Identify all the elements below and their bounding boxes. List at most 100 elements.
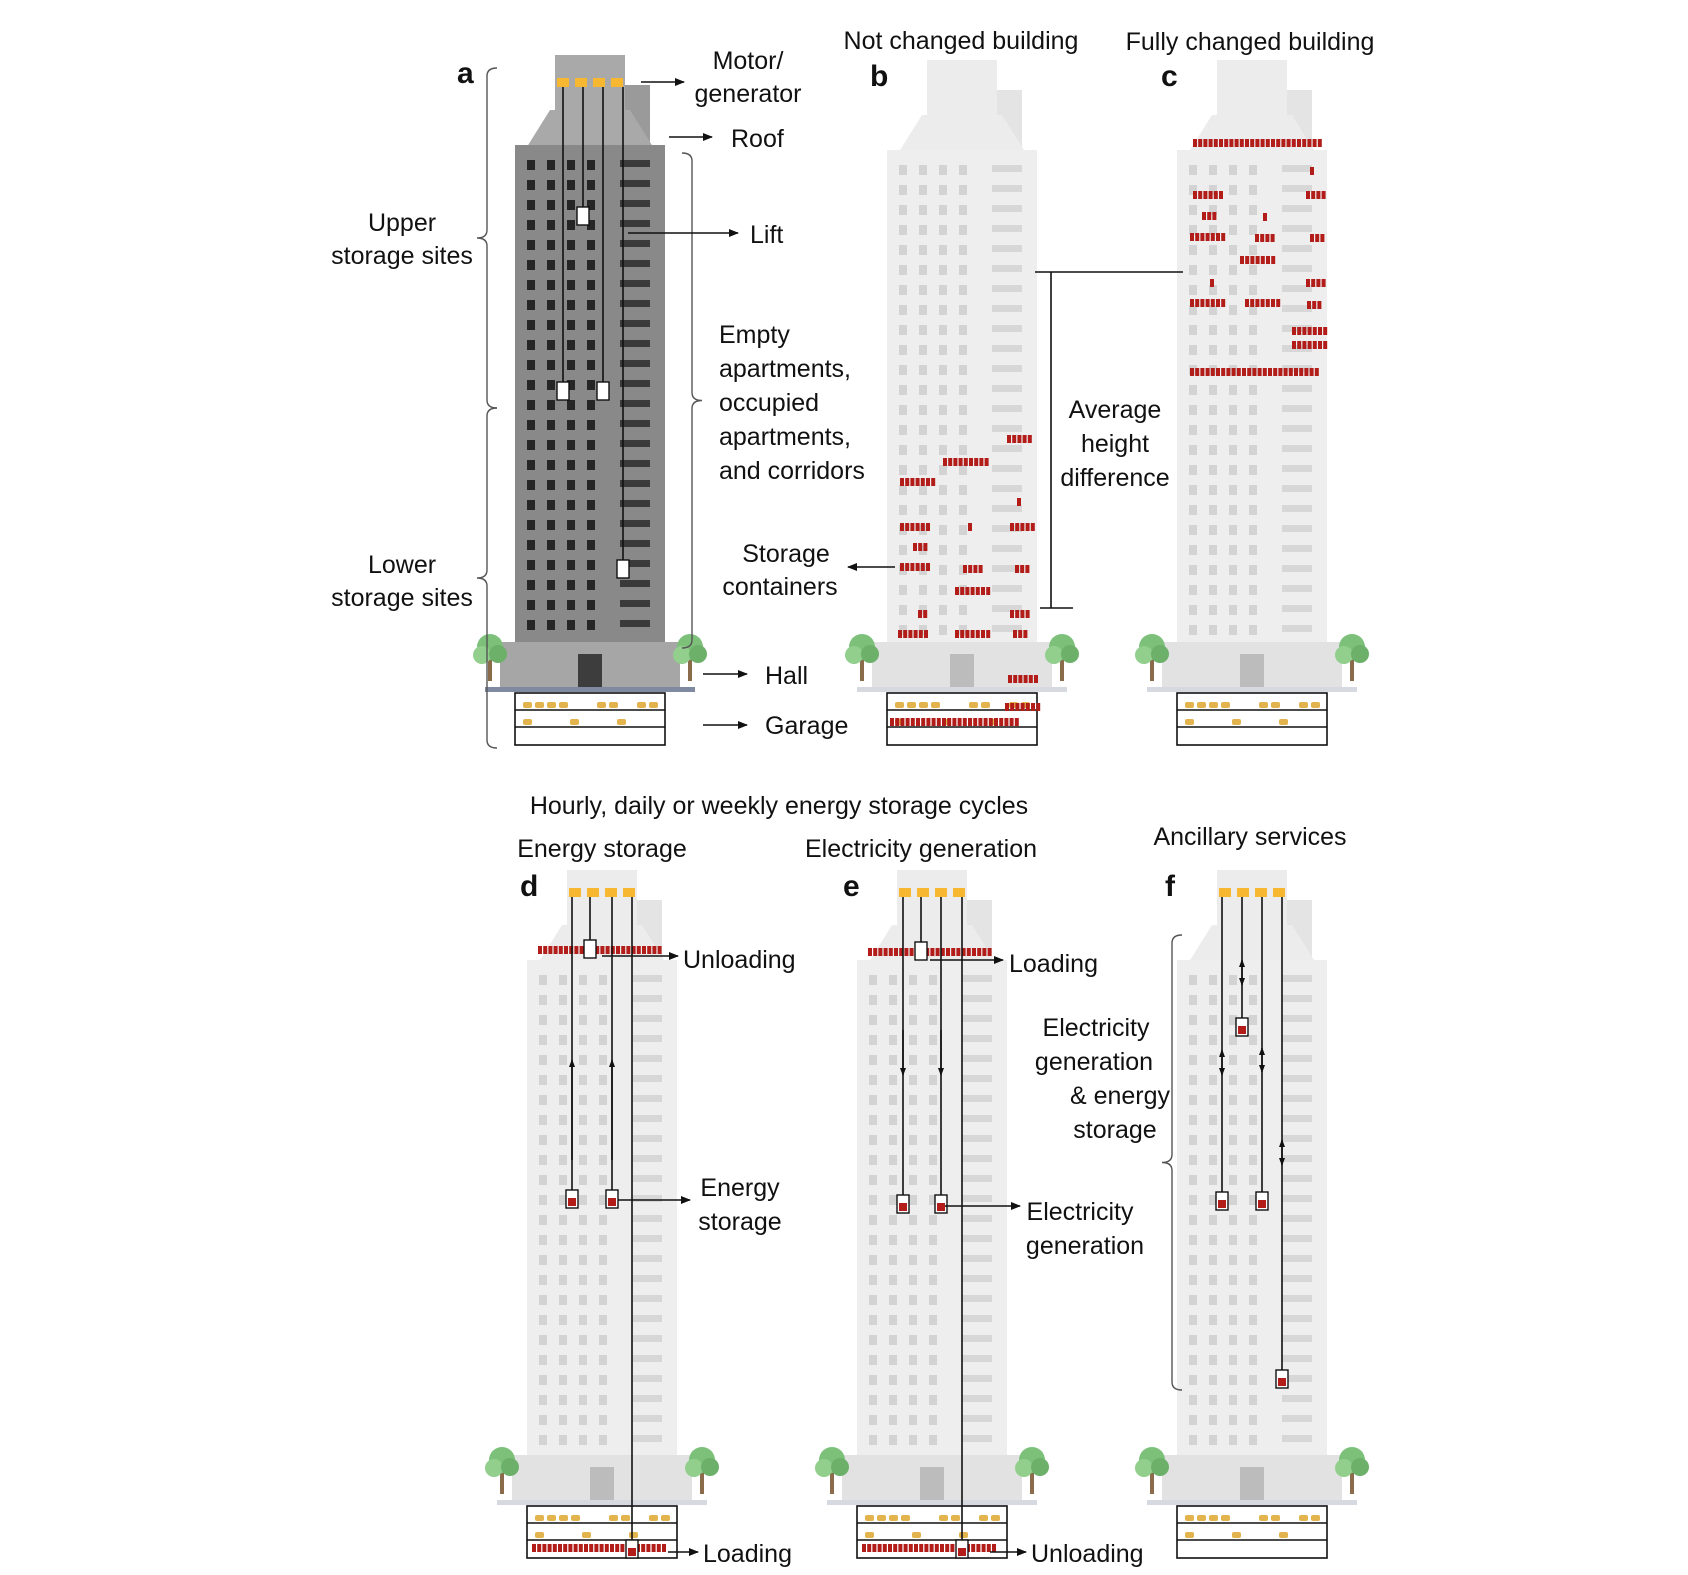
window (599, 1055, 607, 1065)
motor-generator-icon (1273, 888, 1285, 897)
window (939, 605, 947, 615)
storage-container (1252, 368, 1257, 376)
upper-container-row (543, 946, 548, 954)
upper-container-row (909, 948, 914, 956)
window (547, 480, 555, 490)
storage-container (931, 478, 936, 486)
car (1311, 702, 1320, 708)
storage-container (1260, 234, 1265, 242)
window-stripe (620, 280, 650, 287)
window (539, 1175, 547, 1185)
window (909, 1415, 917, 1425)
window (587, 320, 595, 330)
window (1249, 1235, 1257, 1245)
storage-container (910, 563, 915, 571)
window (889, 1375, 897, 1385)
window (959, 225, 967, 235)
window (929, 1195, 937, 1205)
window-stripe (1282, 1135, 1312, 1142)
window (547, 500, 555, 510)
window (599, 975, 607, 985)
tower-crown-slope (897, 115, 1027, 155)
window (929, 1175, 937, 1185)
window (567, 500, 575, 510)
window (567, 560, 575, 570)
window-stripe (632, 1115, 662, 1122)
garage-container-row (947, 718, 952, 726)
window (599, 995, 607, 1005)
storage-container (1239, 139, 1244, 147)
window (527, 280, 535, 290)
storage-container (1203, 139, 1208, 147)
window (527, 540, 535, 550)
car (907, 702, 916, 708)
window-stripe (992, 345, 1022, 352)
window (1189, 325, 1197, 335)
storage-container (1265, 139, 1270, 147)
storage-container (948, 458, 953, 466)
window (1249, 505, 1257, 515)
storage-container (1216, 368, 1220, 376)
garage-container-row (1004, 718, 1009, 726)
window (919, 545, 927, 555)
window (1229, 485, 1237, 495)
window (547, 420, 555, 430)
upper-container-row (621, 946, 626, 954)
window-stripe (1282, 1175, 1312, 1182)
window (929, 975, 937, 985)
window (539, 1435, 547, 1445)
upper-container-row (930, 948, 935, 956)
window (1249, 485, 1257, 495)
window-stripe (1282, 1435, 1312, 1442)
window (959, 305, 967, 315)
tower-spire (897, 870, 967, 930)
storage-container (1216, 233, 1220, 241)
storage-container (1260, 299, 1265, 307)
window (539, 1135, 547, 1145)
window (1189, 225, 1197, 235)
window (1249, 525, 1257, 535)
storage-container (955, 630, 959, 638)
window (869, 1275, 877, 1285)
window (1229, 165, 1237, 175)
window (559, 1375, 567, 1385)
storage-container (986, 630, 991, 638)
window (1209, 485, 1217, 495)
lower-container-row (940, 1544, 944, 1552)
window (579, 1215, 587, 1225)
hall-door (578, 654, 602, 687)
lower-container-row (604, 1544, 609, 1552)
window-stripe (1282, 465, 1312, 472)
window (587, 580, 595, 590)
window (1189, 1135, 1197, 1145)
lower-container-row (542, 1544, 547, 1552)
window-stripe (632, 1435, 662, 1442)
window (889, 1335, 897, 1345)
panel-letter-f: f (1165, 870, 1176, 903)
window (889, 1295, 897, 1305)
window-stripe (1282, 1195, 1312, 1202)
window (1229, 1075, 1237, 1085)
window (587, 160, 595, 170)
upper-container-row (553, 946, 558, 954)
tree-right-trunk (700, 1468, 704, 1494)
window (1209, 425, 1217, 435)
car (1299, 702, 1308, 708)
storage-container (1302, 139, 1307, 147)
window (1229, 1315, 1237, 1325)
car (649, 1515, 658, 1521)
window (939, 585, 947, 595)
lower-container-row (898, 1544, 903, 1552)
upper-container-row (616, 946, 620, 954)
window (1249, 1135, 1257, 1145)
storage-container (1200, 233, 1205, 241)
garage-container-row (1010, 703, 1015, 711)
window (889, 1395, 897, 1405)
window (1249, 345, 1257, 355)
window (547, 220, 555, 230)
window-stripe (992, 485, 1022, 492)
window-stripe (1282, 1255, 1312, 1262)
window (1189, 1155, 1197, 1165)
lower-container-row (662, 1544, 666, 1552)
window (539, 1055, 547, 1065)
